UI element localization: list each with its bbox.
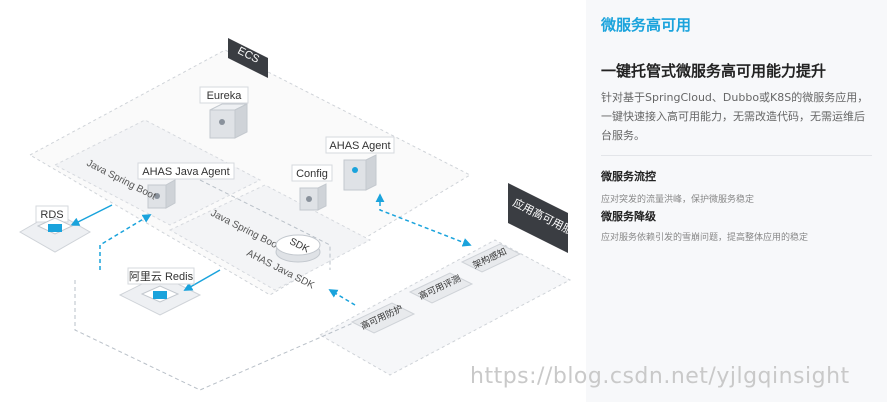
arrow-protect-to-sdk xyxy=(328,289,356,306)
arrow-redis-to-agent xyxy=(99,214,152,270)
person-icon xyxy=(154,193,160,199)
panel-subtitle: 一键托管式微服务高可用能力提升 xyxy=(601,62,827,80)
sdk-node: SDK xyxy=(275,234,321,263)
aliyun-redis-node: 阿里云 Redis xyxy=(127,267,195,303)
ahas-java-agent-label: AHAS Java Agent xyxy=(142,166,229,178)
server-icon xyxy=(219,119,225,125)
eureka-label: Eureka xyxy=(207,90,243,102)
arrow-sdk-to-redis xyxy=(183,269,221,291)
rds-node: RDS xyxy=(35,205,74,235)
config-label: Config xyxy=(296,168,328,180)
config-node: Config xyxy=(291,164,333,211)
panel-divider xyxy=(601,155,872,156)
dashed-network-path xyxy=(74,280,361,391)
description-panel: 微服务高可用 一键托管式微服务高可用能力提升 针对基于SpringCloud、D… xyxy=(586,0,887,402)
config-icon xyxy=(306,196,312,202)
dashed-network-path-2 xyxy=(199,179,331,270)
feature-title-flow-control: 微服务流控 xyxy=(601,170,656,183)
arrow-agent-to-rds xyxy=(70,204,113,226)
ahas-agent-label: AHAS Agent xyxy=(329,140,390,152)
watermark: https://blog.csdn.net/yjlgqinsight xyxy=(470,364,850,389)
architecture-diagram-svg: Eureka ECS AHAS Java Agent xyxy=(18,38,586,391)
spring-boot-plate-center xyxy=(168,184,372,291)
cloud-icon xyxy=(153,291,167,299)
ahas-platform xyxy=(318,239,572,376)
ahas-java-agent-node: AHAS Java Agent xyxy=(137,162,235,209)
architecture-diagram: Eureka ECS AHAS Java Agent xyxy=(18,38,586,391)
eureka-node: Eureka xyxy=(199,86,249,139)
cloud-icon xyxy=(48,224,62,232)
person-icon xyxy=(352,167,358,173)
feature-desc-degradation: 应对服务依赖引发的雪崩问题，提高整体应用的稳定 xyxy=(601,233,809,243)
panel-description: 针对基于SpringCloud、Dubbo或K8S的微服务应用，一键快速接入高可… xyxy=(601,91,869,142)
ahas-agent-node: AHAS Agent xyxy=(325,136,395,191)
feature-title-degradation: 微服务降级 xyxy=(601,210,656,223)
aliyun-redis-label: 阿里云 Redis xyxy=(129,270,194,283)
arrow-agent-to-ahas xyxy=(375,193,472,247)
rds-label: RDS xyxy=(40,209,63,221)
ahas-service-tag: 应用高可用服务AHAS xyxy=(508,183,586,256)
feature-desc-flow-control: 应对突发的流量洪峰，保护微服务稳定 xyxy=(601,195,755,205)
panel-title: 微服务高可用 xyxy=(601,16,692,34)
ecs-platform xyxy=(28,49,472,296)
